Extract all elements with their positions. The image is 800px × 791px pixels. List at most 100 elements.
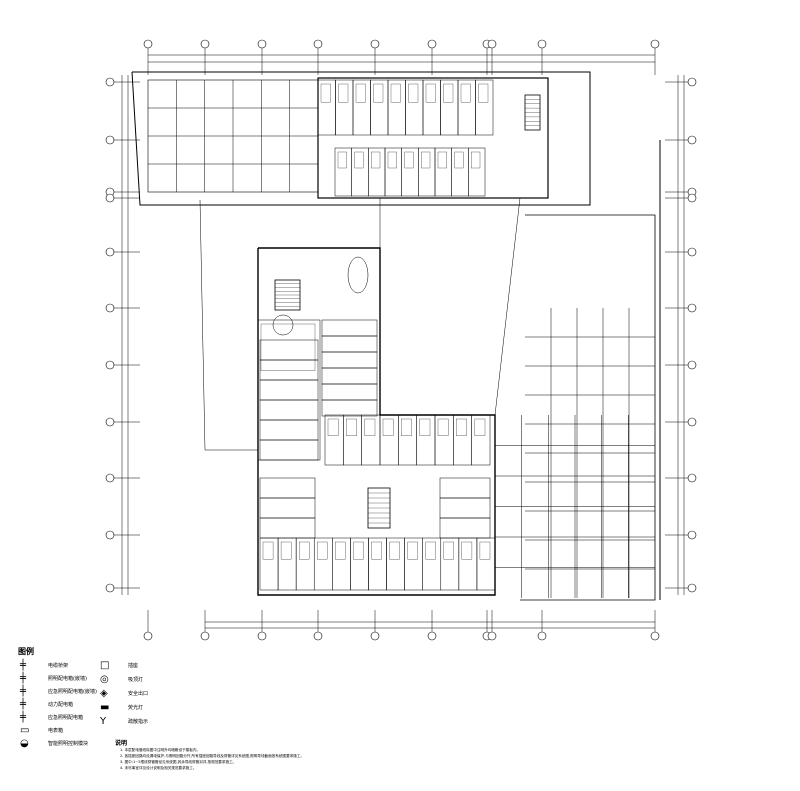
center-room [321,383,378,401]
grid-bubble [687,530,697,540]
office-room [324,414,344,466]
room-furniture [460,83,471,103]
cabinet-icon: ╪ [20,686,27,697]
east-room [439,497,491,519]
note-line: 4. 未尽事宜详见设计说明及相关规范要求施工。 [120,766,197,770]
grid-bubble [257,631,267,641]
office-room [434,414,454,466]
center-room [321,399,378,417]
grid-bubble [105,247,115,257]
office-room [384,147,402,197]
room-furniture [456,418,467,436]
y-icon: Y [100,716,107,727]
legend-label: 吸顶灯 [128,676,144,683]
grid-bubble [537,39,547,49]
note-line: 2. 各插座回路均设漏电保护,与照明回路分开,所有插座回路导线及穿管详见系统图,… [120,754,305,758]
room-furniture [337,151,347,169]
room-partitions [148,79,655,598]
grid-bubble [105,303,115,313]
grid-bubble [687,583,697,593]
grid-bubble [687,135,697,145]
office-room [475,79,494,136]
office-room [422,537,442,591]
room-furniture [382,418,394,436]
room-furniture [355,83,366,103]
room-furniture [354,151,364,169]
diamond-icon: ◈ [100,688,108,699]
room-furniture [260,323,316,371]
office-room [335,79,354,136]
legend-label: 应急照明配电箱(嵌墙) [48,688,97,695]
grid-bubble [143,39,153,49]
main-building-outline [257,247,496,596]
grid-bubble [143,631,153,641]
north-wing-outline [131,71,591,206]
office-room [332,537,351,591]
room-furniture [401,418,412,436]
east-room [439,517,491,539]
grid-bubble [427,39,437,49]
legend-label: 电表箱 [48,727,64,734]
office-room [350,537,369,591]
office-room [379,414,399,466]
room-furniture [421,151,431,169]
building-outline [131,71,661,601]
west-lower-room [259,517,316,539]
legend-label: 照明配电箱(嵌墙) [48,675,87,682]
legend-item: ╪ 应急照明配电箱(嵌墙) [20,686,97,697]
room-furniture [437,151,447,169]
grid-bubble [105,473,115,483]
legend-item: ◎吸顶灯 [100,674,144,685]
north-office-block [317,77,549,199]
grid-bubble [105,77,115,87]
office-room [313,537,333,591]
grid-axis-layer [112,44,690,636]
west-room [259,399,319,421]
room-furniture [371,151,381,169]
office-room [458,537,478,591]
room-furniture [404,151,414,169]
office-room [434,147,452,197]
legend-label: 动力配电箱 [48,701,74,708]
grid-bubble [687,247,697,257]
west-room [259,359,319,381]
grid-bubble [687,303,697,313]
grid-bubble [650,39,660,49]
office-room [440,79,459,136]
west-lower-room [259,477,316,499]
center-room [321,319,378,337]
grid-bubble [105,135,115,145]
grid-bubble [650,631,660,641]
room-furniture [335,541,346,560]
room-furniture [474,418,486,436]
grid-bubble [687,417,697,427]
grid-bubble [687,77,697,87]
grid-bubble [687,193,697,203]
room-furniture [437,418,449,436]
cabinet-icon: ╪ [20,660,27,671]
room-furniture [425,541,436,560]
grid-bubble [427,631,437,641]
office-room [295,537,315,591]
room-furniture [338,83,349,103]
light-icon: ◒ [20,738,29,749]
grid-bubble [200,631,210,641]
legend-label: 安全出口 [128,690,149,697]
office-room [476,537,496,591]
east-roof-outline [520,214,656,601]
west-lower-room [259,497,316,519]
conference-table [347,256,369,294]
grid-bubble [313,39,323,49]
office-room [457,79,476,136]
room-furniture [353,541,364,560]
room-furniture [262,541,274,560]
room-furniture [407,541,418,560]
office-room [387,79,406,136]
office-room [404,537,423,591]
west-room [259,379,319,401]
room-furniture [327,418,339,436]
west-boundary [199,199,258,451]
office-room [398,414,417,466]
grid-bubble [105,417,115,427]
